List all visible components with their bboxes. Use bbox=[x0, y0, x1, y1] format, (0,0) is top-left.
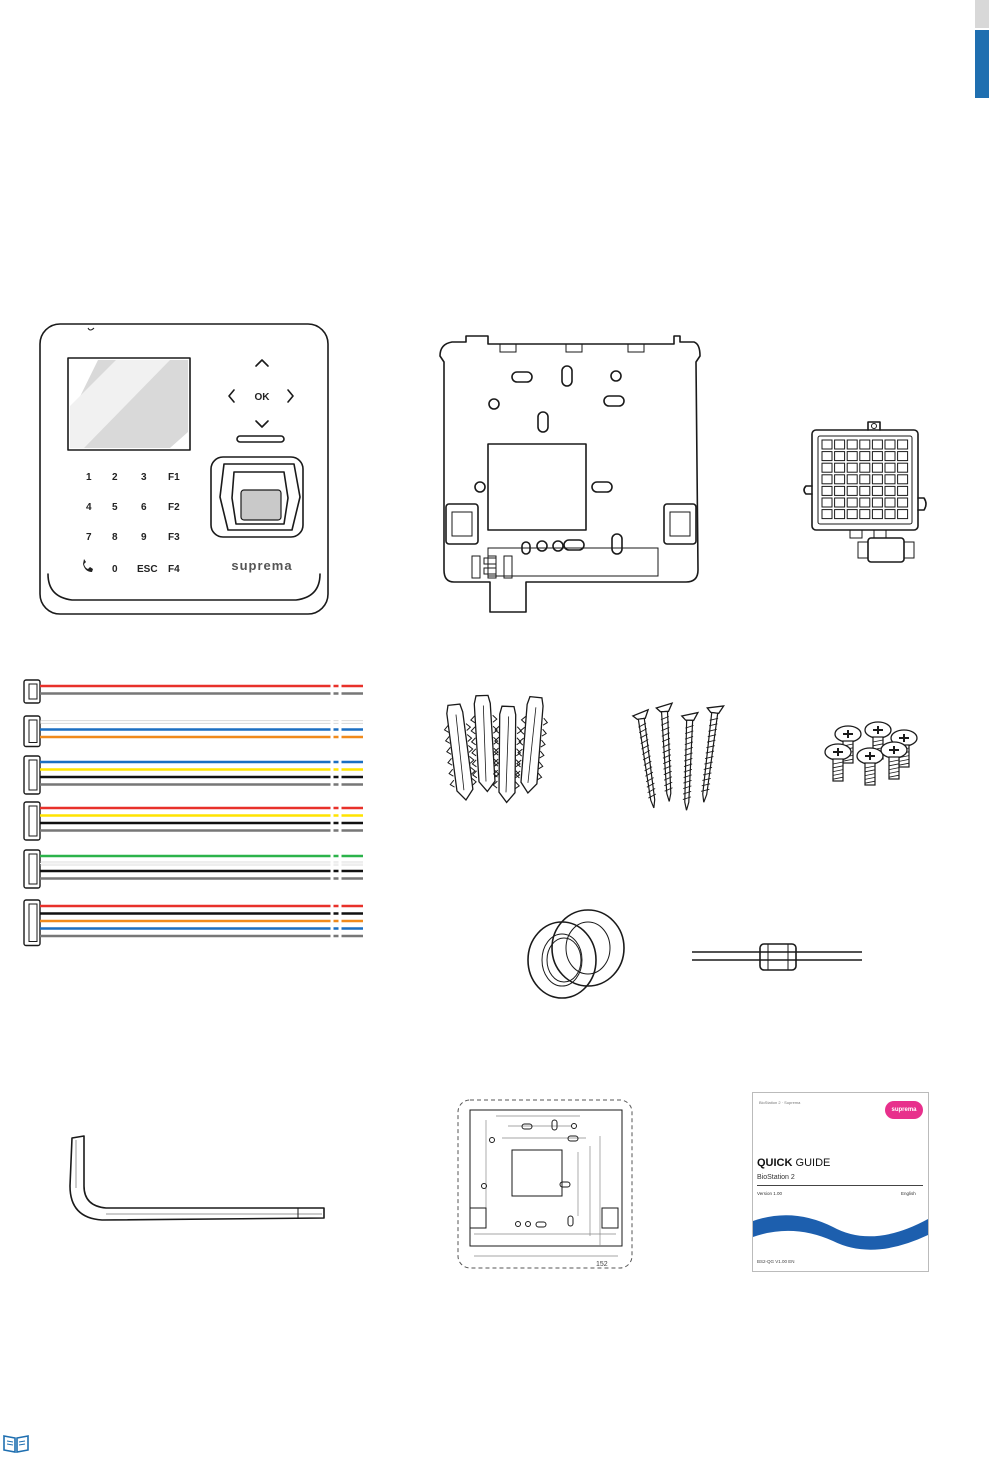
cable-2 bbox=[24, 716, 363, 747]
quick-guide-booklet: BioStation 2 · Suprema suprema QUICK GUI… bbox=[752, 1092, 929, 1272]
cable-3 bbox=[24, 756, 363, 794]
wood-screws-illustration bbox=[622, 700, 732, 812]
note-book-icon bbox=[2, 1432, 30, 1454]
key-f3: F3 bbox=[168, 532, 180, 543]
bracket-illustration bbox=[438, 332, 708, 622]
qg-wave bbox=[753, 1205, 928, 1255]
phone-icon bbox=[83, 559, 93, 572]
hex-wrench-illustration bbox=[62, 1128, 332, 1224]
key-f1: F1 bbox=[168, 472, 180, 483]
mesh-grid bbox=[822, 440, 908, 519]
chapter-tab-inactive bbox=[975, 0, 989, 28]
key-esc: ESC bbox=[137, 564, 158, 575]
key-f4: F4 bbox=[168, 564, 180, 575]
qg-title-rest: GUIDE bbox=[792, 1157, 830, 1169]
device-logo: suprema bbox=[231, 558, 292, 573]
cable-5 bbox=[24, 850, 363, 888]
qg-version: Version 1.00 bbox=[757, 1191, 782, 1196]
mounting-template-illustration: 152 bbox=[456, 1096, 636, 1272]
key-6: 6 bbox=[141, 502, 147, 513]
cable-assemblies-illustration bbox=[20, 676, 365, 948]
chapter-tab-active bbox=[975, 30, 989, 98]
key-3: 3 bbox=[141, 472, 147, 483]
qg-language: English bbox=[901, 1191, 916, 1196]
key-9: 9 bbox=[141, 532, 147, 543]
key-5: 5 bbox=[112, 502, 118, 513]
key-2: 2 bbox=[112, 472, 118, 483]
key-8: 8 bbox=[112, 532, 118, 543]
qg-divider bbox=[757, 1185, 923, 1186]
ferrite-core-cable-illustration bbox=[690, 940, 864, 974]
qg-top-line: BioStation 2 · Suprema bbox=[759, 1100, 800, 1105]
biostation2-device-illustration: OK 1 2 3 F1 4 5 6 F2 7 8 9 F3 0 ESC F4 s… bbox=[38, 322, 330, 618]
rubber-rings-illustration bbox=[524, 906, 630, 1002]
cable-4 bbox=[24, 802, 363, 840]
qg-title: QUICK GUIDE bbox=[757, 1157, 830, 1169]
key-ok: OK bbox=[255, 392, 271, 403]
cable-1 bbox=[24, 680, 363, 703]
mesh-module-illustration bbox=[800, 418, 940, 570]
qg-footer: BS2-QG V1.00 EN bbox=[757, 1259, 795, 1264]
qg-product: BioStation 2 bbox=[757, 1174, 795, 1181]
key-f2: F2 bbox=[168, 502, 180, 513]
machine-screws-illustration bbox=[818, 720, 922, 786]
qg-title-bold: QUICK bbox=[757, 1157, 792, 1169]
key-4: 4 bbox=[86, 502, 92, 513]
template-dimension: 152 bbox=[596, 1261, 608, 1268]
wall-anchors-illustration bbox=[432, 690, 562, 806]
cable-6 bbox=[24, 900, 363, 946]
keypad: 1 2 3 F1 4 5 6 F2 7 8 9 F3 0 ESC F4 bbox=[83, 472, 180, 575]
key-7: 7 bbox=[86, 532, 92, 543]
key-1: 1 bbox=[86, 472, 92, 483]
key-0: 0 bbox=[112, 564, 118, 575]
qg-logo: suprema bbox=[885, 1101, 923, 1119]
